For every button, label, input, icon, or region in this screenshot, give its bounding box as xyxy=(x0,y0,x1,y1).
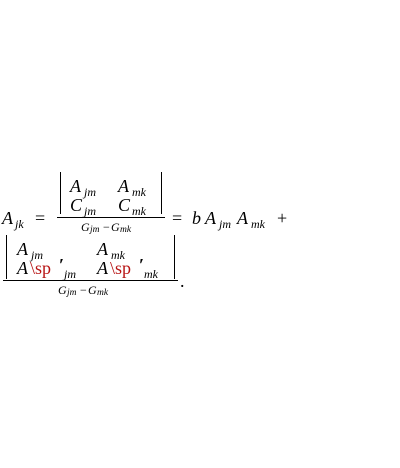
prod2-sub: mk xyxy=(251,217,265,231)
lhs-base: A xyxy=(2,208,13,228)
den1-b-sub: mk xyxy=(120,225,132,235)
det2-r2c1-base: A xyxy=(17,258,28,278)
lhs-sub: jk xyxy=(15,217,24,231)
det1-r2c1-base: C xyxy=(70,195,83,215)
det2-r2c1-error: \sp xyxy=(30,258,52,278)
plus-sign: + xyxy=(277,208,288,228)
det1-r2c2-base: C xyxy=(118,195,131,215)
det1-right-bar xyxy=(161,172,162,214)
den2-b-sub: mk xyxy=(97,288,109,298)
equals-sign-2: = xyxy=(172,208,183,228)
fraction2-rule xyxy=(3,280,178,281)
den2-minus: − xyxy=(80,283,87,297)
det2-r2c1-sub: jm xyxy=(64,267,76,281)
det2-r2c2-base: A xyxy=(97,258,108,278)
prod2-base: A xyxy=(237,208,248,228)
det2-left-bar xyxy=(6,235,7,279)
den1-minus: − xyxy=(103,220,110,234)
det1-r1c2-sub: mk xyxy=(132,185,146,199)
det2-r1c2-base: A xyxy=(97,239,108,259)
period: . xyxy=(180,271,185,291)
det1-r1c1-sub: jm xyxy=(84,185,96,199)
det1-r2c1-sub: jm xyxy=(84,204,96,218)
coef-b: b xyxy=(192,208,201,228)
det1-r2c2-sub: mk xyxy=(132,204,146,218)
prod1-sub: jm xyxy=(219,217,231,231)
det2-r2c2-sub: mk xyxy=(144,267,158,281)
den2-a-sub: jm xyxy=(67,288,77,298)
det1-r1c2-base: A xyxy=(118,176,129,196)
den2-b: G xyxy=(88,283,97,297)
det2-r1c1-base: A xyxy=(17,239,28,259)
den1-a-sub: jm xyxy=(90,225,100,235)
det2-r2c2-error: \sp xyxy=(110,258,132,278)
den1-b: G xyxy=(111,220,120,234)
det2-r2c2-prime: ′ xyxy=(139,255,145,275)
det2-r1c1-sub: jm xyxy=(31,248,43,262)
den1-a: G xyxy=(81,220,90,234)
den2-a: G xyxy=(58,283,67,297)
det1-left-bar xyxy=(60,172,61,214)
det2-right-bar xyxy=(174,235,175,279)
prod1-base: A xyxy=(205,208,216,228)
equals-sign: = xyxy=(35,208,46,228)
det2-r1c2-sub: mk xyxy=(111,248,125,262)
fraction1-rule xyxy=(57,217,165,218)
det2-r2c1-prime: ′ xyxy=(59,255,65,275)
det1-r1c1-base: A xyxy=(70,176,81,196)
